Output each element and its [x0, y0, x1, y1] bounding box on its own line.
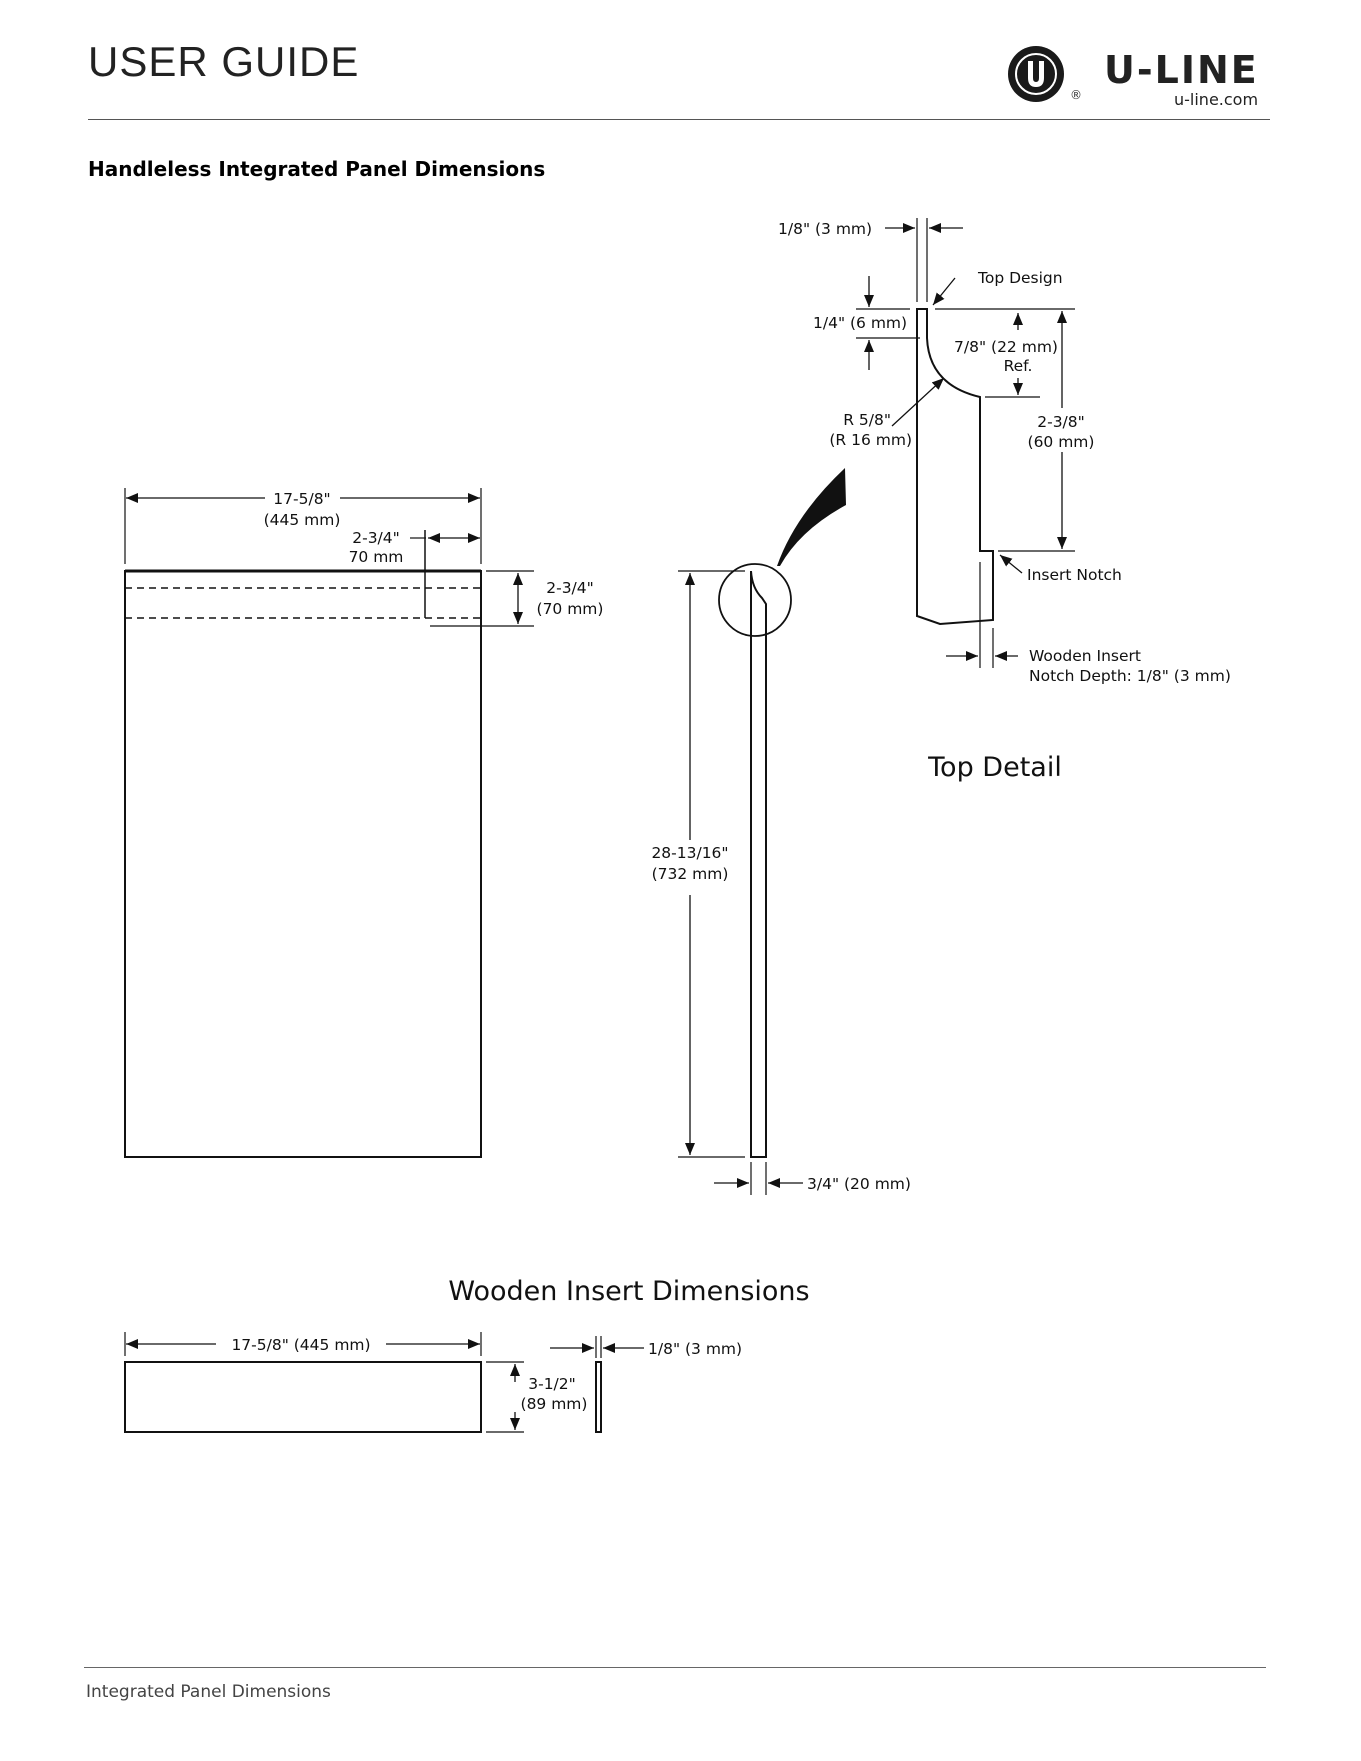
top-design-label: Top Design	[977, 269, 1063, 287]
insert-height-label-1: 3-1/2"	[528, 1375, 576, 1393]
footer-divider	[84, 1667, 1266, 1668]
inset-label-2: 70 mm	[349, 548, 404, 566]
radius-leader	[891, 377, 945, 427]
header-divider	[88, 119, 1270, 120]
insert-notch-leader	[999, 554, 1023, 574]
side-height-label-1: 28-13/16"	[651, 844, 728, 862]
section-title: Handleless Integrated Panel Dimensions	[88, 157, 546, 181]
inset-label-1: 2-3/4"	[352, 529, 400, 547]
insert-notch-label: Insert Notch	[1027, 566, 1122, 584]
side-height-label-2: (732 mm)	[652, 865, 729, 883]
brand-name: U-LINE	[1104, 48, 1259, 92]
side-thickness-label: 3/4" (20 mm)	[807, 1175, 911, 1193]
side-panel-profile	[750, 570, 767, 1158]
brand-url: u-line.com	[1174, 90, 1259, 109]
wooden-insert-front	[124, 1361, 482, 1433]
top-gap-label: 1/8" (3 mm)	[778, 220, 872, 238]
front-view: 17-5/8" (445 mm) 2-3/4" 70 mm 2-3/4" (70…	[124, 488, 604, 1158]
notch-height-label-1: 2-3/8"	[1037, 413, 1085, 431]
detail-callout-circle	[718, 563, 792, 637]
registered-mark: ®	[1070, 88, 1082, 102]
ref-height-label-1: 7/8" (22 mm)	[954, 338, 1058, 356]
side-view: 28-13/16" (732 mm) 3/4" (20 mm)	[651, 468, 911, 1195]
wooden-insert-edge	[595, 1361, 602, 1433]
u-line-logo-icon	[1008, 46, 1064, 102]
radius-label-1: R 5/8"	[843, 411, 891, 429]
top-design-leader	[932, 277, 956, 306]
radius-label-2: (R 16 mm)	[829, 431, 912, 449]
strip-label-1: 2-3/4"	[546, 579, 594, 597]
insert-height-label-2: (89 mm)	[521, 1395, 588, 1413]
notch-depth-label-2: Notch Depth: 1/8" (3 mm)	[1029, 667, 1231, 685]
wooden-insert-title: Wooden Insert Dimensions	[448, 1276, 809, 1307]
insert-width-label: 17-5/8" (445 mm)	[231, 1336, 370, 1354]
insert-thickness-label: 1/8" (3 mm)	[648, 1340, 742, 1358]
strip-label-2: (70 mm)	[537, 600, 604, 618]
front-width-label-2: (445 mm)	[264, 511, 341, 529]
ref-height-label-2: Ref.	[1004, 357, 1033, 375]
notch-depth-label-1: Wooden Insert	[1029, 647, 1141, 665]
footer-text: Integrated Panel Dimensions	[86, 1682, 331, 1702]
top-detail-title: Top Detail	[927, 752, 1062, 783]
front-panel-outline	[124, 570, 482, 1158]
front-width-label-1: 17-5/8"	[273, 490, 330, 508]
wooden-insert: Wooden Insert Dimensions 17-5/8" (445 mm…	[124, 1276, 810, 1433]
notch-height-label-2: (60 mm)	[1028, 433, 1095, 451]
page-header-title: USER GUIDE	[88, 38, 360, 85]
top-detail: 1/8" (3 mm) Top Design 1/4" (6 mm) 7/8" …	[778, 218, 1231, 783]
detail-pointer-icon	[777, 468, 846, 566]
top-detail-profile	[916, 308, 994, 626]
lip-height-label: 1/4" (6 mm)	[813, 314, 907, 332]
